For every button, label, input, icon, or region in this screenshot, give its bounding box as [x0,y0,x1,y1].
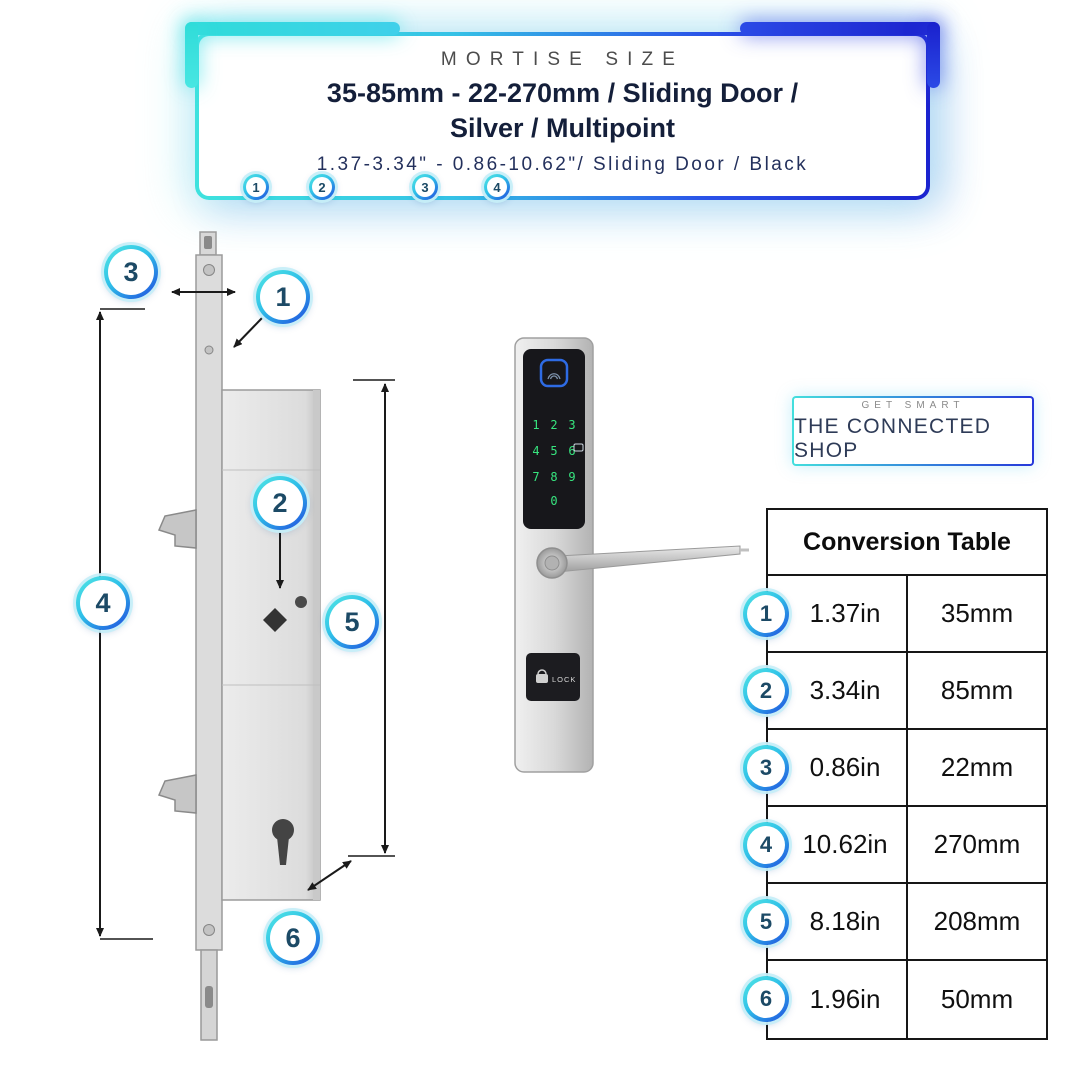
mortise-lock-diagram [96,231,395,1041]
padlock-icon [537,669,547,675]
product-title-line2: Silver / Multipoint [449,113,675,144]
callout-4: 4 [76,576,130,630]
handle-hub-center [544,555,560,571]
table-row: 2 3.34in 85mm [743,653,1046,730]
row-badge-5: 5 [743,899,789,945]
fingerprint-icon [539,358,569,388]
mm-value: 85mm [940,675,1014,705]
spindle-hole [263,608,287,632]
lock-label: LOCK [552,675,576,684]
header-badge-3: 3 [412,174,438,200]
row-badge-3: 3 [743,745,789,791]
keypad-digit-3: 3 [568,418,575,432]
lock-indicator-panel [526,653,580,701]
brand-name: THE CONNECTED SHOP [794,414,992,462]
faceplate-top-slot [204,236,212,249]
inch-value: 1.37in [768,576,908,651]
callout-5: 5 [325,595,379,649]
faceplate [195,231,223,1041]
callout-6: 6 [266,911,320,965]
keypad-digit-4: 4 [532,444,539,458]
hook-bolts [157,509,197,814]
keypad-digit-2: 2 [550,418,557,432]
mm-value: 208mm [933,906,1021,936]
mm-value: 270mm [933,829,1021,859]
faceplate-bottom-slot [205,986,213,1008]
keypad-digit-8: 8 [550,470,557,484]
product-subtitle: 1.37-3.34" - 0.86-10.62"/ Sliding Door /… [316,154,809,176]
faceplate-strip [195,254,223,951]
mortise-size-label: MORTISE SIZE [440,49,685,70]
mm-value: 50mm [940,984,1014,1014]
table-row: 3 0.86in 22mm [743,730,1046,807]
hook-bolt-upper [157,509,197,549]
cylinder-hole [272,819,294,841]
fingerprint-ridges [547,373,561,380]
fixing-hole [295,596,307,608]
brand-tagline: GET SMART [861,399,965,411]
hook-bolt-lower [157,774,197,814]
frame-accent-top-left-v [185,22,198,88]
inch-value: 10.62in [768,807,908,882]
keypad-panel [523,349,585,529]
hero-content: MORTISE SIZE 35-85mm - 22-270mm / Slidin… [199,36,926,196]
padlock-icon-body [536,674,548,683]
row-badge-2: 2 [743,668,789,714]
header-badge-2: 2 [309,174,335,200]
mm-value: 22mm [940,752,1014,782]
header-badge-4: 4 [484,174,510,200]
keypad-digit-6: 6 [568,444,575,458]
conversion-table-title: Conversion Table [768,510,1046,576]
lock-case [221,389,321,901]
rfid-card-icon [573,443,584,452]
keypad-digit-7: 7 [532,470,539,484]
screw-bottom [203,924,215,936]
table-row: 1 1.37in 35mm [743,576,1046,653]
brand-logo: GET SMART THE CONNECTED SHOP [792,396,1034,466]
callout-2: 2 [253,476,307,530]
product-title: 35-85mm - 22-270mm / Sliding Door / Silv… [327,76,798,146]
frame-accent-top-right-v [927,22,940,88]
callout-1: 1 [256,270,310,324]
conversion-table: Conversion Table 1 1.37in 35mm 2 3.34in … [743,508,1048,1040]
dim-line-1 [233,317,263,348]
row-badge-6: 6 [743,976,789,1022]
lock-case-edge [313,390,320,900]
keypad-digit-1: 1 [532,418,539,432]
keypad-digit-0: 0 [550,494,557,508]
header-badge-1: 1 [243,174,269,200]
callout-3: 3 [104,245,158,299]
cylinder-slot [277,837,289,865]
screw-upper [204,345,214,355]
frame-accent-top-left-h [185,22,400,35]
row-badge-1: 1 [743,591,789,637]
smart-lock-photo: 1 2 3 4 5 6 7 8 9 0 LOCK [514,337,749,773]
keypad-digit-5: 5 [550,444,557,458]
keypad-digit-9: 9 [568,470,575,484]
inch-value: 0.86in [768,730,908,805]
table-row: 5 8.18in 208mm [743,884,1046,961]
frame-accent-top-right-h [740,22,940,35]
table-row: 4 10.62in 270mm [743,807,1046,884]
keypad-digits: 1 2 3 4 5 6 7 8 9 0 [532,418,575,508]
table-row: 6 1.96in 50mm [743,961,1046,1038]
product-title-line1: 35-85mm - 22-270mm / Sliding Door / [326,78,799,108]
screw-top [203,264,215,276]
inch-value: 3.34in [768,653,908,728]
row-badge-4: 4 [743,822,789,868]
dim-line-6 [307,860,352,891]
inch-value: 1.96in [768,961,908,1038]
mm-value: 35mm [940,598,1014,628]
hero-banner: MORTISE SIZE 35-85mm - 22-270mm / Slidin… [185,22,940,200]
lock-body [221,389,321,901]
hero-neon-frame: MORTISE SIZE 35-85mm - 22-270mm / Slidin… [195,32,930,200]
inch-value: 8.18in [768,884,908,959]
